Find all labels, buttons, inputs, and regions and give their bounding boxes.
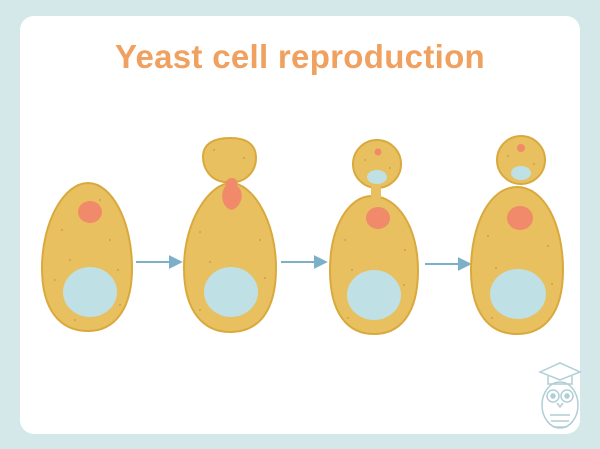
nucleus [78,201,102,223]
vacuole [490,269,546,319]
bud [496,135,546,185]
stage-4-cell [469,135,565,336]
stage-2-cell [182,136,278,334]
stage-1-cell [40,181,134,333]
owl-graduate-icon [538,362,582,429]
bud-nucleus [374,148,382,156]
bud-nucleus [517,144,525,152]
bud-neck [371,183,381,198]
vacuole [347,270,401,320]
bud-vacuole [367,170,387,184]
nucleus [507,206,533,230]
nucleus [366,207,390,229]
bud [201,136,258,183]
vacuole [63,267,117,317]
diagram-title: Yeast cell reproduction [114,38,485,75]
bud-vacuole [511,166,531,180]
nucleus [222,178,242,210]
stage-3-cell [328,139,420,336]
vacuole [204,267,258,317]
